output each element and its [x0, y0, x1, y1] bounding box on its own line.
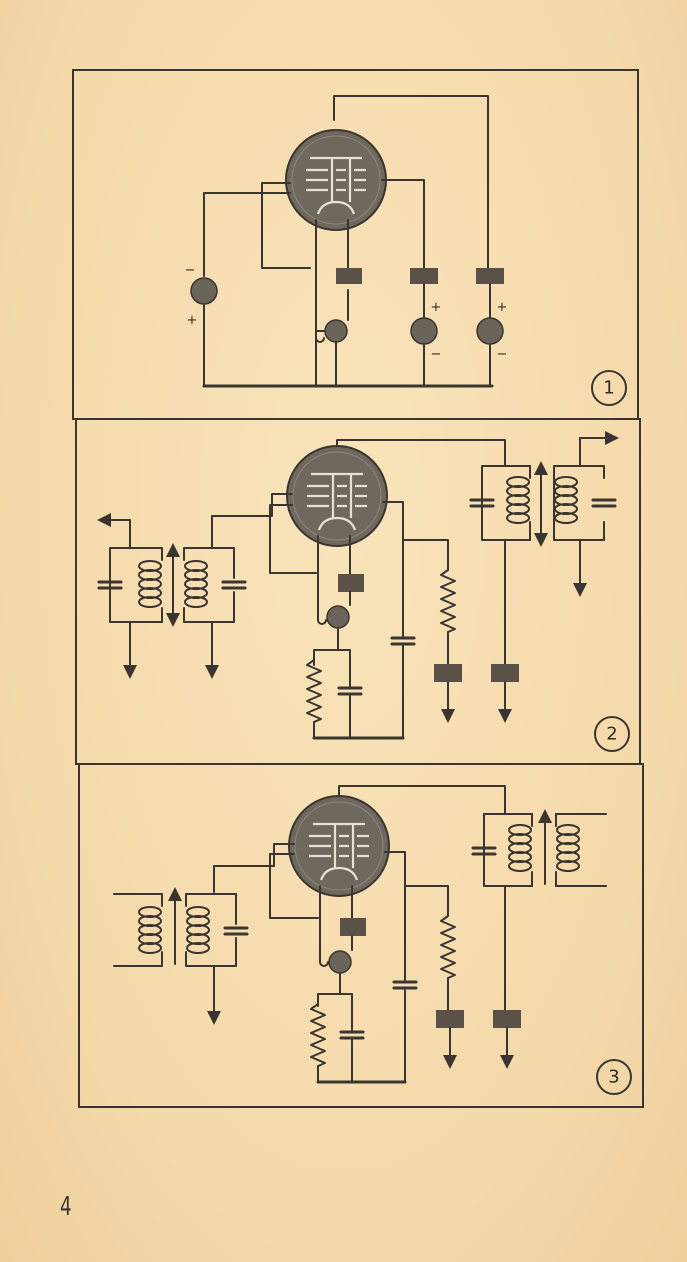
vacuum-tube-2 — [285, 444, 389, 548]
capacitor-2-in-secondary — [221, 580, 247, 590]
block-mid — [336, 268, 362, 284]
battery-left — [190, 277, 218, 305]
battery-2-heater — [326, 605, 350, 629]
battery-heater — [324, 319, 348, 343]
coil-2-in-primary — [138, 560, 162, 608]
panel-3-label: 3 — [608, 1067, 619, 1088]
resistor-3-cathode — [310, 1003, 326, 1067]
panel-1-label-circle — [591, 370, 627, 406]
battery-left-plus: + — [187, 313, 198, 328]
panel-2-label: 2 — [606, 724, 617, 745]
capacitor-2-secondary — [591, 498, 617, 508]
panel-1: − + + − + − 1 — [72, 69, 639, 420]
battery-screen-plus: + — [431, 300, 442, 315]
panel-2: 2 — [75, 418, 641, 765]
resistor-2-cathode — [306, 659, 322, 723]
panel-2-label-circle — [594, 716, 630, 752]
block-3-heater — [340, 918, 366, 936]
vacuum-tube-1 — [284, 128, 388, 232]
panel-1-label: 1 — [603, 378, 614, 399]
coil-3-out — [508, 824, 532, 872]
battery-anode-plus: + — [497, 300, 508, 315]
block-2-heater — [338, 574, 364, 592]
battery-anode-minus: − — [497, 347, 508, 362]
battery-3-heater — [328, 950, 352, 974]
capacitor-2-screen — [390, 636, 416, 646]
vacuum-tube-3 — [287, 794, 391, 898]
battery-screen — [410, 317, 438, 345]
block-3-anode — [493, 1010, 521, 1028]
battery-anode — [476, 317, 504, 345]
block-2-anode — [491, 664, 519, 682]
block-screen — [410, 268, 438, 284]
battery-left-minus: − — [185, 263, 196, 278]
block-3-screen — [436, 1010, 464, 1028]
battery-screen-minus: − — [431, 347, 442, 362]
coil-2-secondary — [554, 476, 578, 524]
panel-3: 3 — [78, 763, 644, 1108]
resistor-3-screen — [440, 915, 456, 979]
block-anode — [476, 268, 504, 284]
capacitor-2-cathode — [337, 686, 363, 696]
coil-3-in-secondary — [186, 906, 210, 954]
panel-3-label-circle — [596, 1059, 632, 1095]
page-number: 4 — [60, 1192, 72, 1222]
block-2-screen — [434, 664, 462, 682]
capacitor-3-cathode — [339, 1030, 365, 1040]
coil-3-in-primary — [138, 906, 162, 954]
coil-2-out — [506, 476, 530, 524]
coil-3-secondary — [556, 824, 580, 872]
resistor-2-screen — [440, 569, 456, 633]
capacitor-3-in — [223, 926, 249, 936]
capacitor-3-screen — [392, 980, 418, 990]
coil-2-in-secondary — [184, 560, 208, 608]
